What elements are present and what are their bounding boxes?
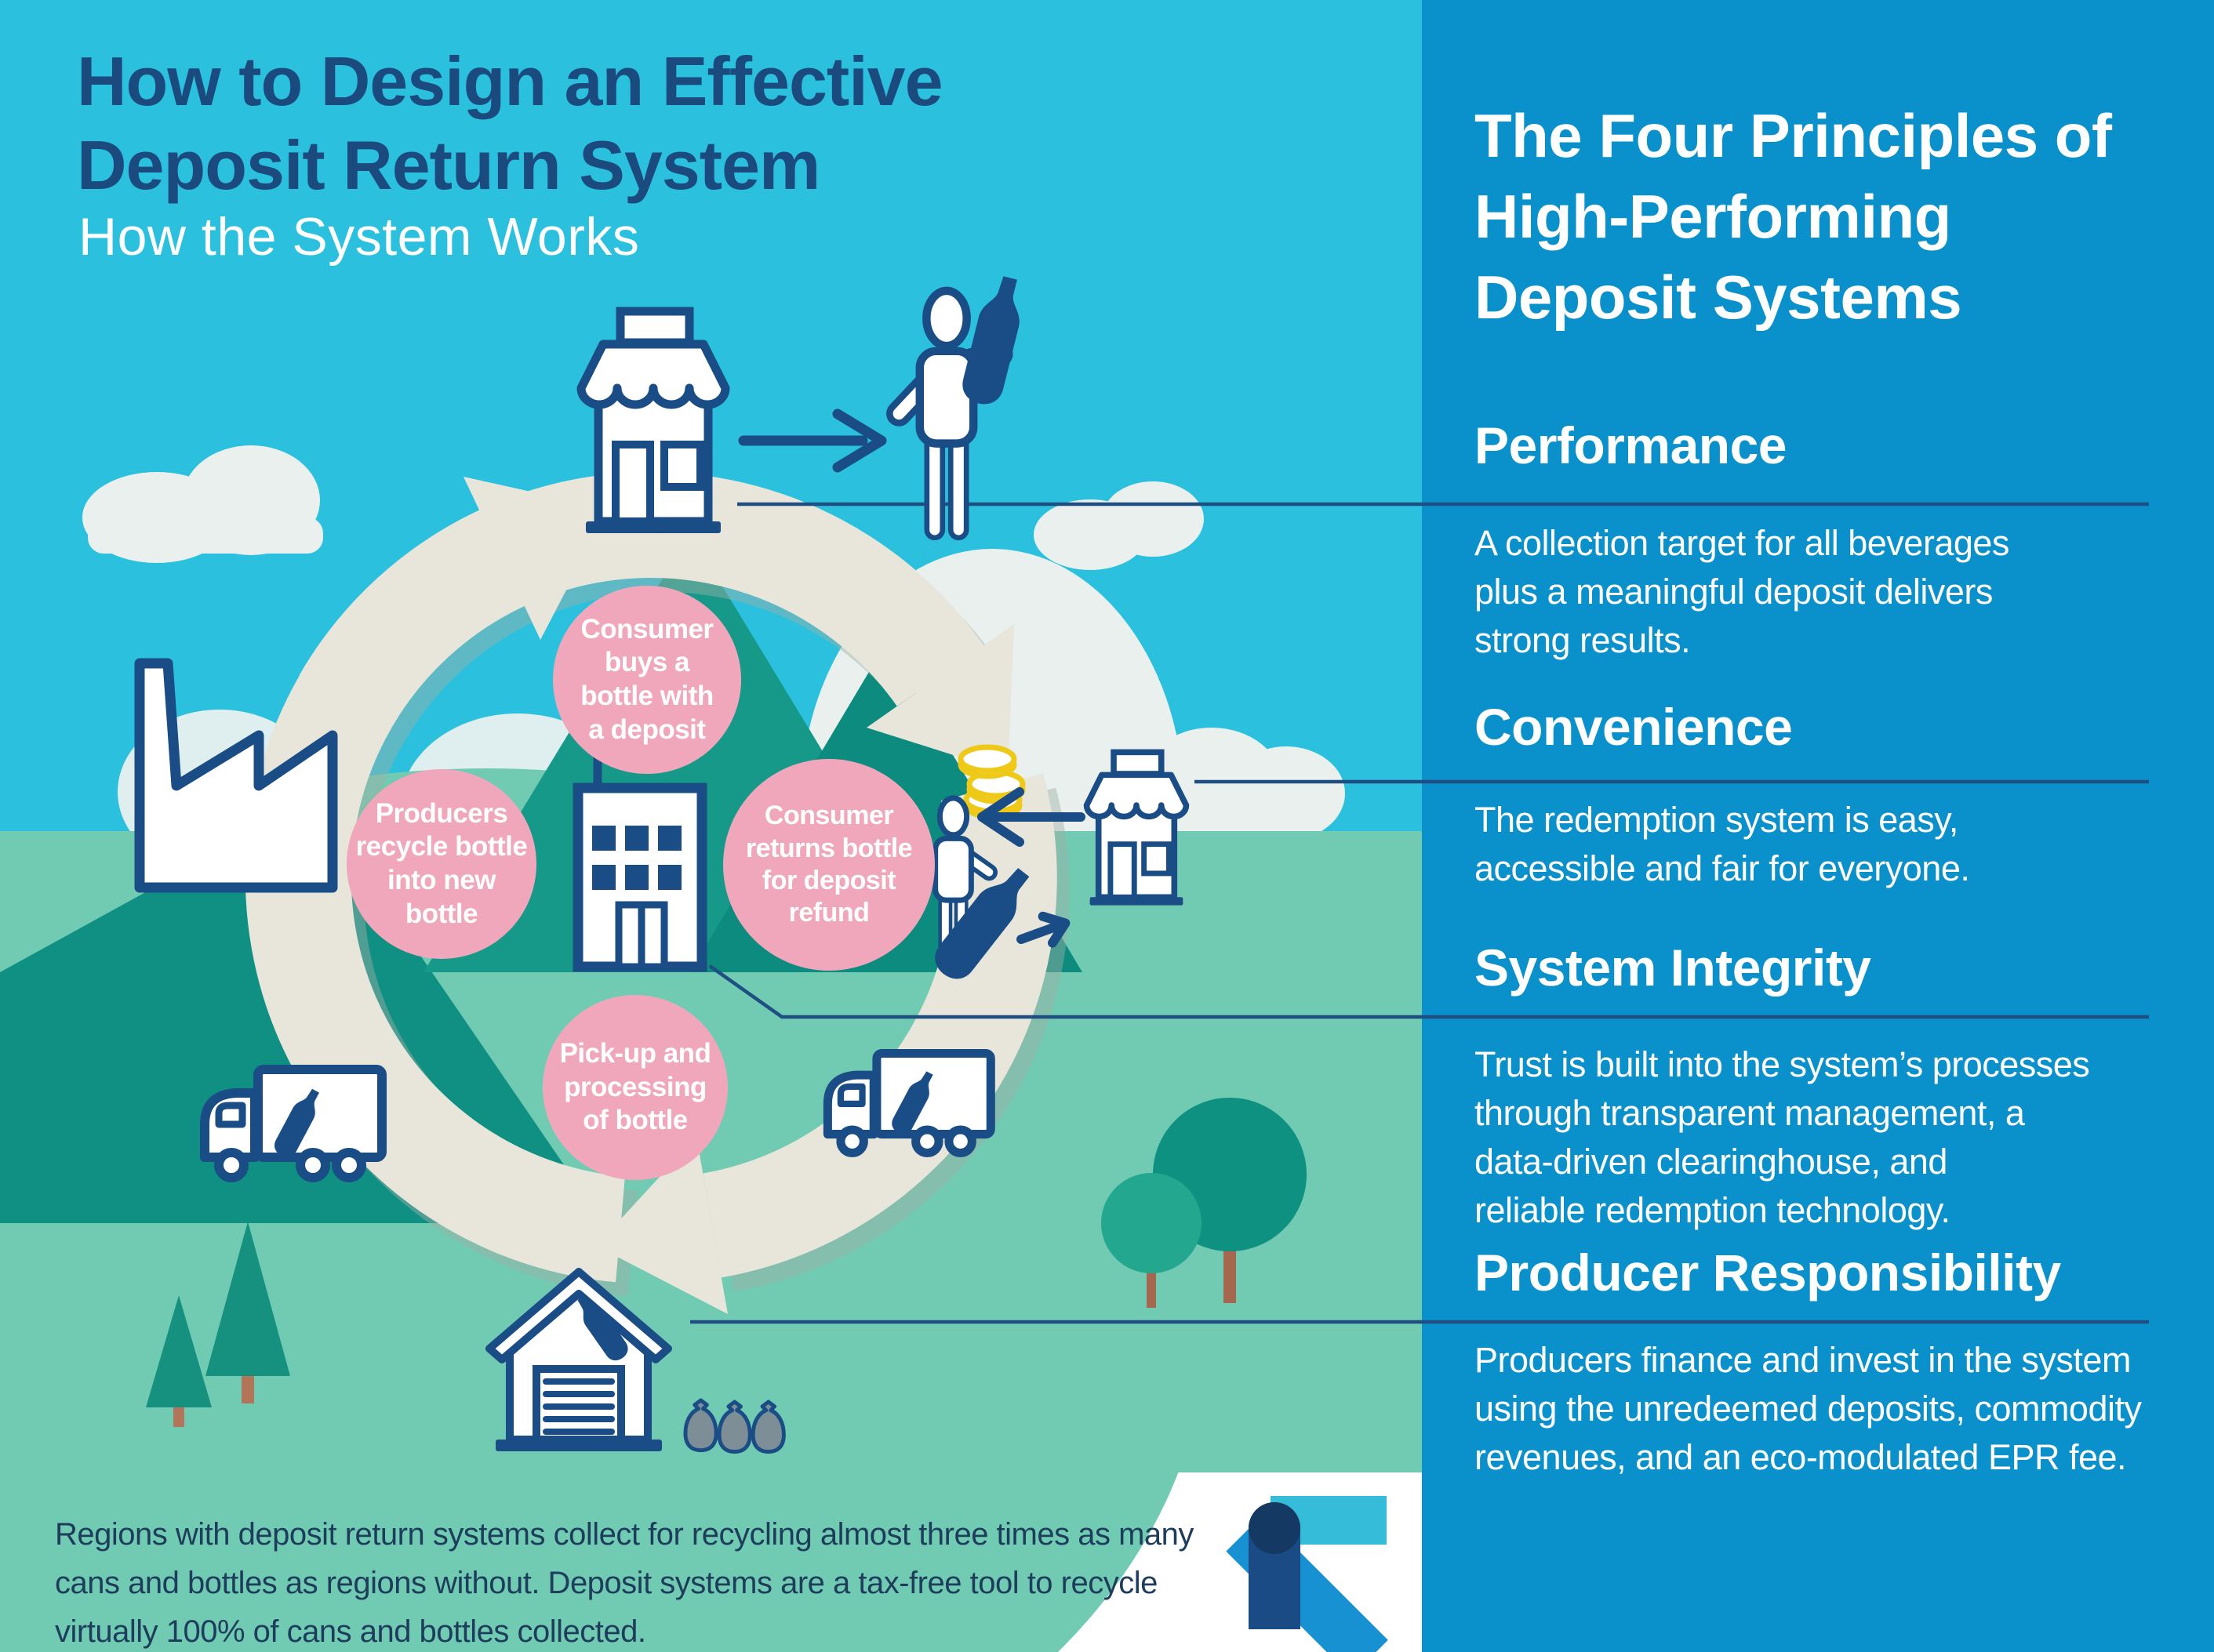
section-heading-system-integrity: System Integrity bbox=[1474, 939, 1871, 997]
section-body-performance: A collection target for all beverages pl… bbox=[1474, 523, 2009, 661]
cycle-step-pickup: Pick-up and processing of bottle bbox=[543, 995, 728, 1180]
panel-title: The Four Principles of High-Performing D… bbox=[1474, 101, 2112, 332]
section-body-system-integrity: Trust is built into the system’s process… bbox=[1474, 1044, 2090, 1231]
cycle-step-buy: Consumer buys a bottle with a deposit bbox=[553, 586, 741, 774]
section-heading-producer-responsibility: Producer Responsibility bbox=[1474, 1244, 2061, 1302]
section-heading-convenience: Convenience bbox=[1474, 698, 1793, 756]
cycle-step-recycle: Producers recycle bottle into new bottle bbox=[347, 769, 536, 959]
page-subtitle: How the System Works bbox=[78, 207, 640, 267]
footer-note: Regions with deposit return systems coll… bbox=[55, 1517, 1194, 1649]
cycle-step-return: Consumer returns bottle for deposit refu… bbox=[723, 759, 935, 971]
page-title: How to Design an Effective Deposit Retur… bbox=[77, 42, 943, 205]
section-body-producer-responsibility: Producers finance and invest in the syst… bbox=[1474, 1340, 2142, 1478]
reloop-logo bbox=[1226, 1491, 1402, 1652]
logo-round-cap bbox=[1249, 1502, 1300, 1554]
section-body-convenience: The redemption system is easy, accessibl… bbox=[1474, 800, 1970, 889]
right-panel-background bbox=[1422, 0, 2214, 1652]
section-heading-performance: Performance bbox=[1474, 416, 1787, 474]
